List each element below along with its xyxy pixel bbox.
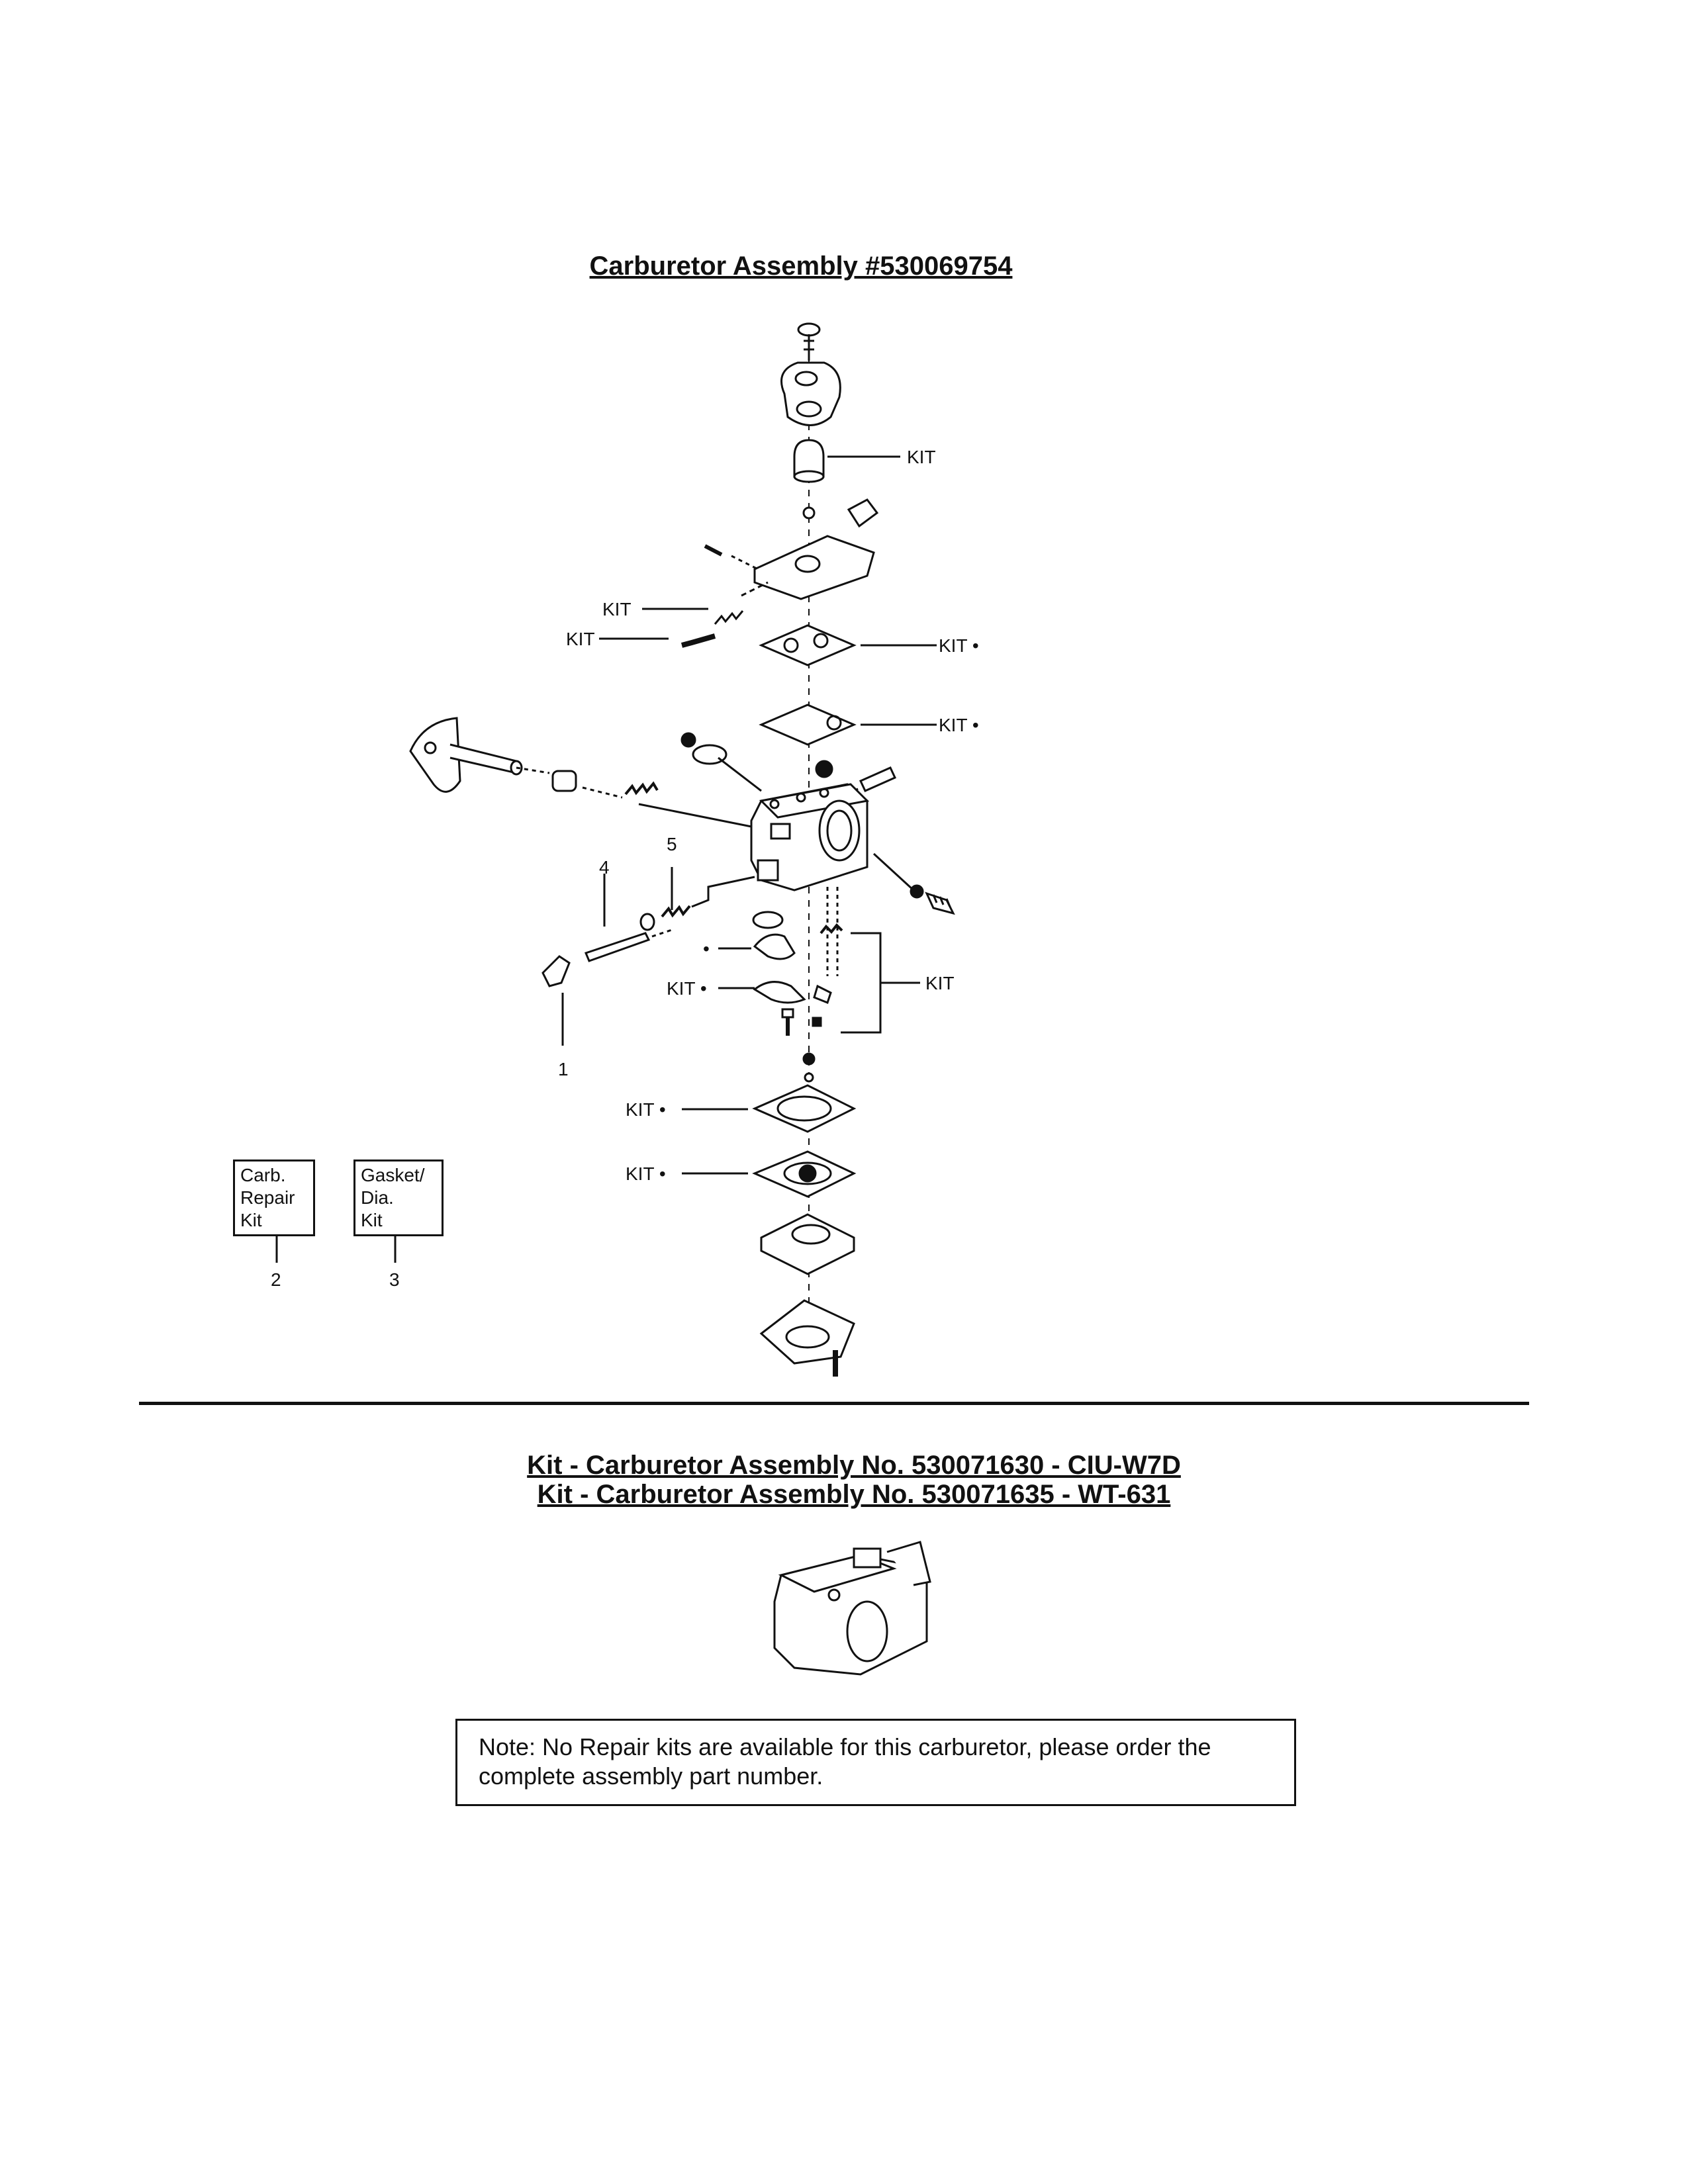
primer-bulb-part	[793, 439, 900, 483]
metering-cover-part	[760, 1213, 855, 1275]
kit-label: KIT	[907, 447, 936, 467]
kit-box-line: Gasket/	[361, 1165, 425, 1185]
limiter-cap-part-1	[541, 955, 571, 1046]
bead-part	[802, 1052, 816, 1066]
spring-part	[642, 608, 744, 625]
section-divider	[139, 1402, 1529, 1405]
inlet-needle-part	[813, 887, 843, 1004]
kit-box-line: Carb.	[240, 1165, 286, 1185]
welch-plug-part	[752, 911, 784, 929]
pump-diaphragm-part	[759, 704, 937, 746]
bushing-part	[551, 770, 623, 799]
top-screw-part	[797, 322, 821, 361]
needle-part-4	[584, 874, 673, 962]
kit-bracket	[841, 932, 920, 1034]
kit-assembly-title: Kit - Carburetor Assembly No. 530071635 …	[537, 1480, 1171, 1509]
kit-label: KIT	[602, 599, 632, 619]
choke-plate-part	[680, 732, 762, 792]
part-number-5: 5	[667, 834, 677, 854]
kit-dot-label: KIT •	[939, 635, 979, 656]
plug-part	[815, 760, 833, 778]
note-box: Note: No Repair kits are available for t…	[455, 1719, 1296, 1806]
needle-lever-part	[718, 981, 806, 1004]
kit-assembly-title: Kit - Carburetor Assembly No. 530071630 …	[527, 1451, 1181, 1480]
throttle-spring-part	[624, 781, 755, 829]
kit-box-line: Dia.	[361, 1187, 394, 1208]
kit-box-number: 3	[389, 1269, 400, 1290]
washer-part	[804, 1072, 814, 1083]
part-number-1: 1	[558, 1059, 569, 1079]
adjust-screw-part	[872, 852, 955, 915]
kit-box-number: 2	[271, 1269, 281, 1290]
small-screw-part	[781, 1008, 822, 1036]
kit-label: KIT	[566, 629, 595, 649]
kit-label: KIT	[925, 973, 955, 993]
gasket-dia-kit-box: Gasket/ Dia. Kit	[353, 1160, 444, 1236]
primer-cover-part	[780, 361, 841, 426]
kit-dot-label: KIT •	[939, 715, 979, 735]
pump-cover-part	[731, 498, 879, 600]
carburetor-body-part	[750, 783, 870, 891]
carb-repair-kit-box: Carb. Repair Kit	[233, 1160, 315, 1236]
bottom-cover-part	[759, 1299, 855, 1365]
kit-dot-label: KIT •	[626, 1163, 666, 1184]
pump-gasket-part	[759, 624, 937, 666]
throttle-lever-part	[409, 717, 550, 793]
complete-carburetor-drawing	[773, 1541, 931, 1676]
kit-box-line: Kit	[361, 1210, 383, 1230]
idle-screw-part	[704, 544, 723, 557]
part-number-4: 4	[599, 857, 610, 878]
metering-gasket-part	[682, 1084, 857, 1133]
kit-dot-label: KIT •	[626, 1099, 666, 1120]
kit-box-line: Kit	[240, 1210, 262, 1230]
screw-part	[599, 633, 716, 648]
metering-diaphragm-part	[682, 1150, 857, 1198]
dot-label: •	[703, 938, 710, 959]
metering-lever-part	[718, 933, 796, 960]
check-valve-part	[802, 506, 816, 520]
spring-part-5	[639, 867, 755, 931]
kit-dot-label: KIT •	[667, 978, 707, 999]
diagram-title: Carburetor Assembly #530069754	[589, 251, 1013, 281]
kit-box-line: Repair	[240, 1187, 295, 1208]
